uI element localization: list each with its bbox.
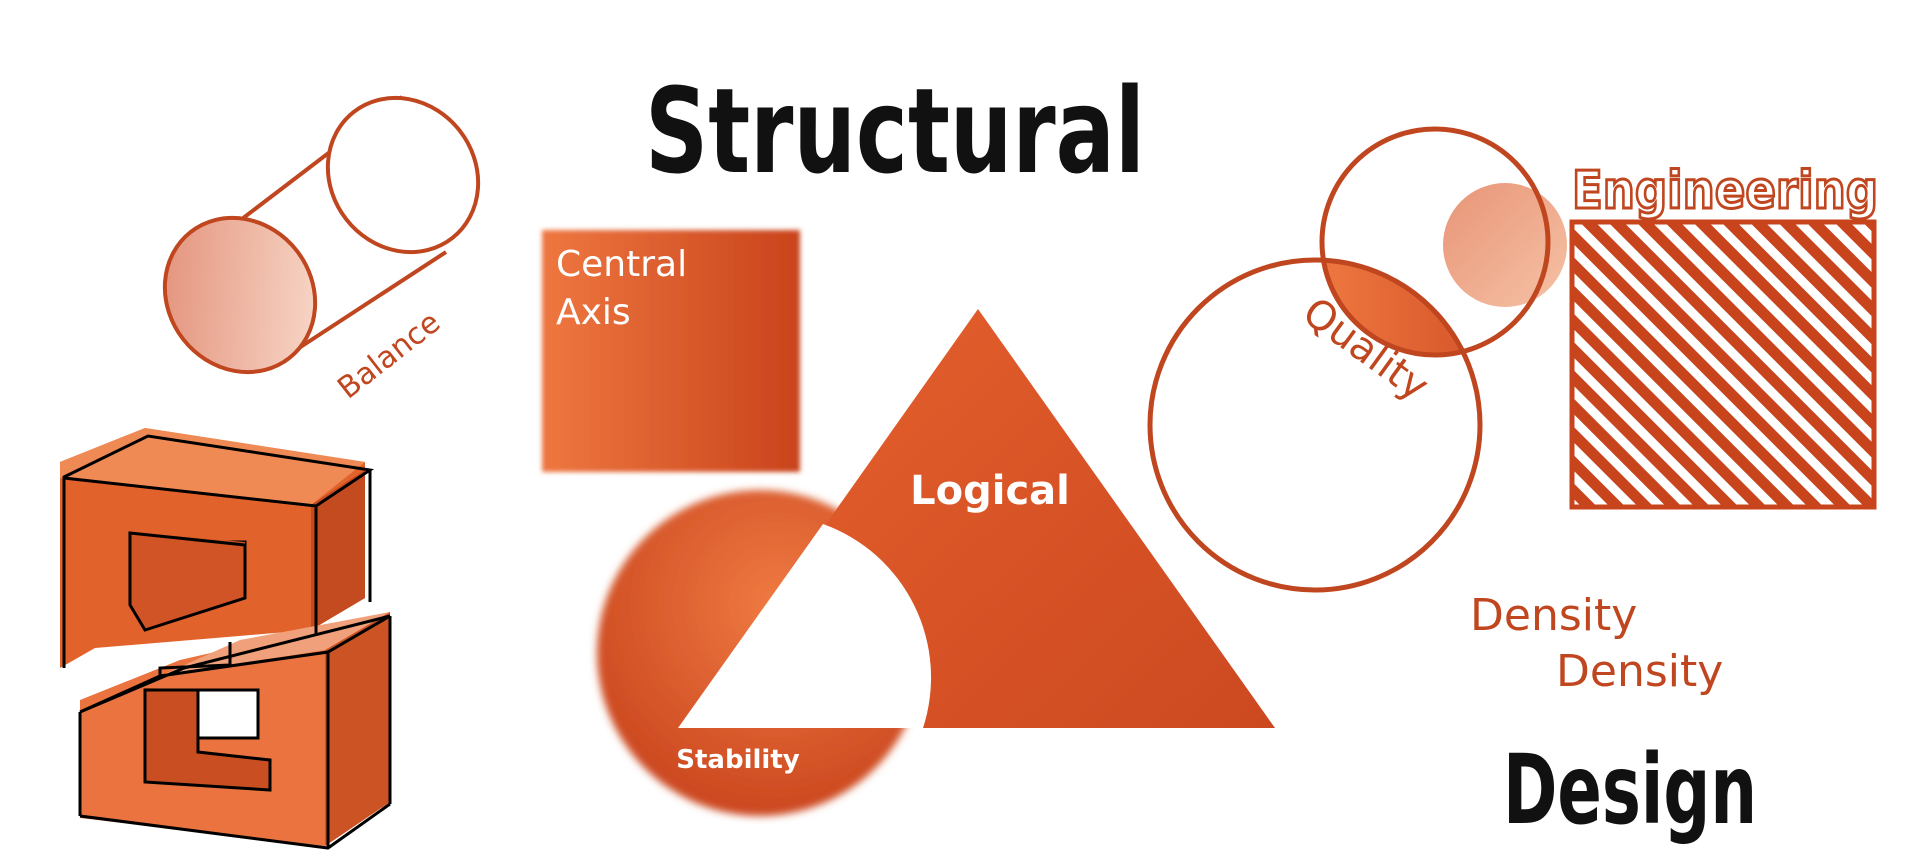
design-title: Design — [1503, 734, 1757, 846]
central-axis-label: Central Axis — [556, 244, 699, 333]
overlap-cutout — [678, 524, 932, 728]
stability-label: Stability — [676, 745, 799, 775]
central-axis-line-1: Central — [556, 244, 687, 285]
central-axis-line-2: Axis — [556, 292, 631, 333]
hatched-square-icon — [1569, 219, 1877, 510]
balance-label: Balance — [331, 305, 447, 406]
central-axis-square — [542, 230, 800, 472]
cylinder-icon — [162, 95, 481, 375]
engineering-label: Engineering — [1572, 161, 1878, 221]
logical-label: Logical — [910, 468, 1070, 514]
density-label-2: Density — [1556, 646, 1723, 697]
overlapping-circles-icon — [1147, 126, 1567, 593]
structural-title: Structural — [645, 62, 1145, 200]
stacked-blocks-icon — [60, 428, 392, 850]
density-label-1: Density — [1470, 590, 1637, 641]
